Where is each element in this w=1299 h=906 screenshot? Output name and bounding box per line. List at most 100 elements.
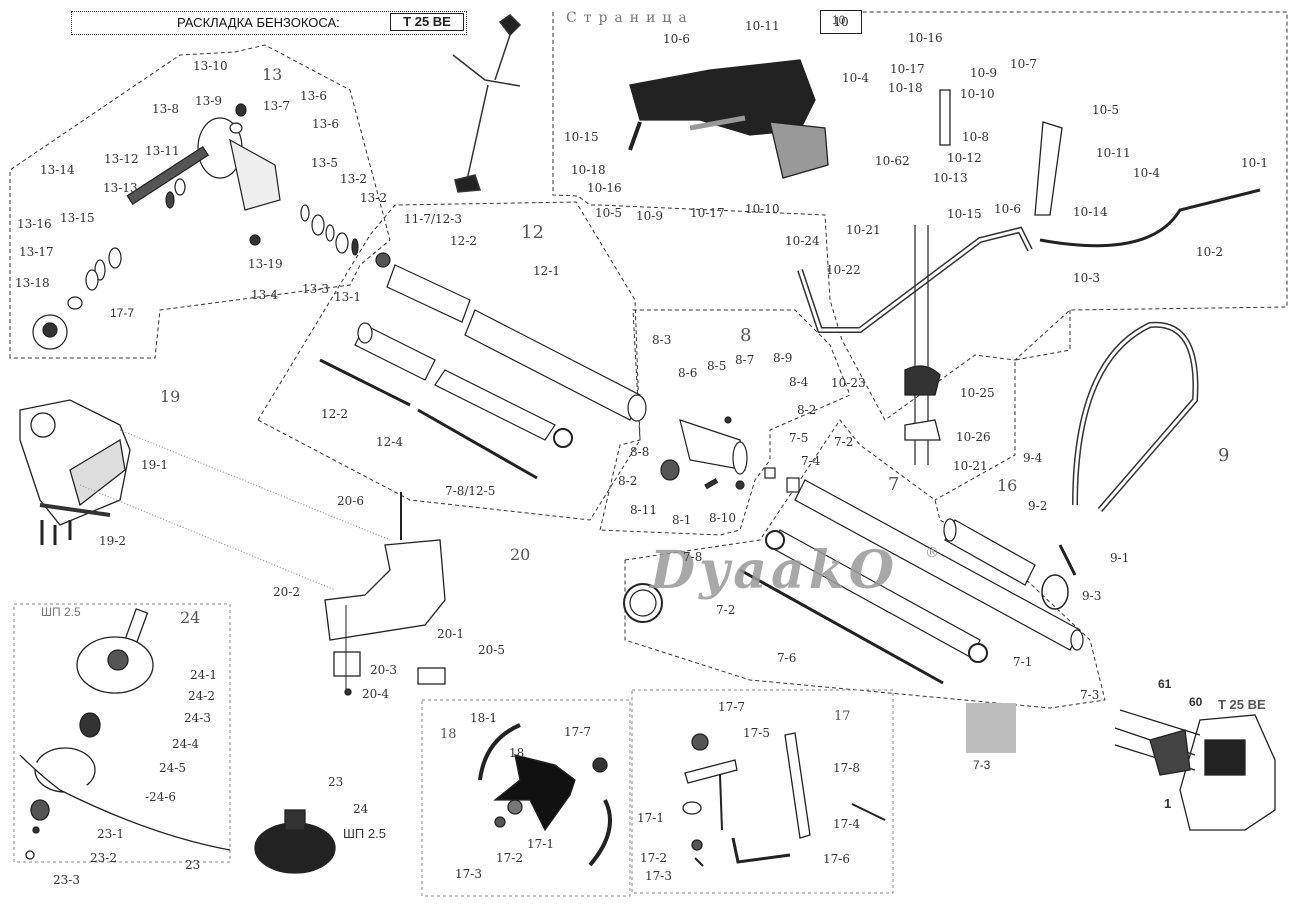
part-label: 20-3: [370, 663, 397, 677]
part-label: 17-8: [833, 761, 860, 775]
part-label: 10-14: [1073, 205, 1108, 219]
part-label: 24-1: [190, 668, 217, 682]
part-label: 17-4: [833, 817, 860, 831]
part-label: 10-17: [890, 62, 925, 76]
part-label: 8-2: [797, 403, 817, 417]
part-label: 13-6: [300, 89, 327, 103]
part-label: 10-21: [846, 223, 881, 237]
part-label: 10-26: [956, 430, 991, 444]
part-label: 12-2: [321, 407, 348, 421]
cap-7-4: [786, 477, 800, 493]
part-label: 10-7: [1010, 57, 1037, 71]
group-label-20: 20: [510, 545, 531, 564]
part-label: 10-9: [970, 66, 997, 80]
part-label: 17-3: [455, 867, 482, 881]
shaft-7-6: [739, 568, 944, 685]
bolt-10-15: [628, 121, 642, 151]
part-label: 8-4: [789, 375, 809, 389]
part-label: 7-6: [777, 651, 797, 665]
strap-clamp-9-3: [1041, 574, 1069, 610]
page-number: 10: [820, 10, 862, 34]
group-24-boundary: [13, 603, 231, 863]
part-label: 13-17: [19, 245, 54, 259]
part-label: 17-6: [823, 852, 850, 866]
wrench-17-8: [784, 732, 811, 839]
gear-13-12: [165, 191, 175, 209]
part-label: 7-2: [834, 435, 854, 449]
part-label: 8-6: [678, 366, 698, 380]
group-label-23: 23: [185, 858, 201, 872]
model-badge: T 25 BE: [390, 13, 464, 31]
group-label-19: 19: [160, 387, 181, 406]
shaft-tube-parts: [319, 264, 647, 480]
group-label-24b: 24: [353, 802, 369, 816]
part-label: 13-1: [334, 290, 361, 304]
clip-13-1: [351, 238, 359, 256]
nut-13-19: [249, 234, 261, 246]
screw-23-2: [32, 826, 40, 834]
part-label: 13-14: [40, 163, 75, 177]
tool-parts: [682, 732, 886, 867]
nut-20-4: [344, 688, 352, 696]
part-label: 60: [1189, 695, 1203, 709]
part-label: 17-1: [527, 837, 554, 851]
part-label: 10-15: [947, 207, 982, 221]
lever-10-16: [939, 89, 951, 146]
group-label-16: 16: [997, 476, 1018, 495]
blade-parts: [478, 723, 612, 867]
part-label: 7-3: [973, 758, 991, 772]
guide-line: [119, 429, 391, 541]
holder-20-3: [333, 651, 361, 677]
part-label: 10-1: [1241, 156, 1268, 170]
group-8-boundary: [599, 309, 851, 536]
part-label: 23-1: [97, 827, 124, 841]
part-label: 9-3: [1082, 589, 1102, 603]
handle-parts: [628, 59, 1261, 465]
part-label: 17-7: [564, 725, 591, 739]
group-10-boundary: [552, 11, 1288, 421]
part-label: 20-5: [478, 643, 505, 657]
hook-9-2: [1058, 544, 1077, 576]
part-label: 17-1: [637, 811, 664, 825]
part-label: 10-24: [785, 234, 820, 248]
part-label: 9-4: [1023, 451, 1043, 465]
sticker-20-5: [417, 667, 446, 685]
driveshaft-12-2b: [417, 408, 538, 480]
grip-10-7: [1034, 121, 1063, 216]
part-label: 13-18: [15, 276, 50, 290]
clamp-10-25: [904, 365, 941, 396]
part-label: 8-7: [735, 353, 755, 367]
overview-sketch: [452, 14, 522, 193]
part-label: 10-22: [826, 263, 861, 277]
washer-13-15: [108, 247, 122, 269]
trimmer-head-parts: [19, 608, 336, 874]
washer-17-7c: [691, 733, 709, 751]
part-label: 10-4: [842, 71, 869, 85]
part-label: 8-11: [630, 503, 657, 517]
group-label-9: 9: [1218, 445, 1230, 466]
guard-18-1: [478, 723, 521, 781]
gearbox-parts: [32, 103, 391, 350]
part-label: 10-6: [994, 202, 1021, 216]
part-label: 7-1: [1013, 655, 1033, 669]
diagram-title: РАСКЛАДКА БЕНЗОКОСА:: [177, 15, 340, 30]
part-label: 10-6: [663, 32, 690, 46]
part-label: 10-16: [908, 31, 943, 45]
group-label-7: 7: [888, 474, 900, 495]
knob-8-11: [660, 459, 680, 481]
part-label: 8-3: [652, 333, 672, 347]
part-label: 7-2: [716, 603, 736, 617]
tube-7-1: [794, 479, 1081, 651]
part-label: 23-2: [90, 851, 117, 865]
part-label: 12-4: [376, 435, 403, 449]
spec-label: ШП 2.5: [41, 605, 81, 619]
part-label: 13-10: [193, 59, 228, 73]
part-label: 7-4: [801, 454, 821, 468]
part-label: 12-2: [450, 234, 477, 248]
part-label: 7-5: [789, 431, 809, 445]
ring-13-11: [174, 178, 186, 196]
part-label: 24-5: [159, 761, 186, 775]
part-label: 8-5: [707, 359, 727, 373]
guard-parts: [19, 399, 391, 591]
